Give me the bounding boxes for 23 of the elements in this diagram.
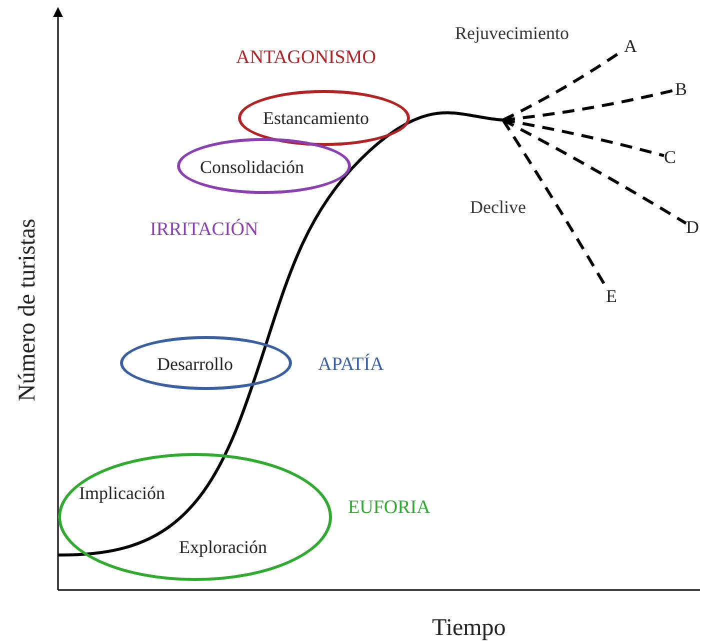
scenario-letter: D — [686, 218, 699, 236]
scenario-letter: C — [664, 148, 676, 166]
stage-label: Estancamiento — [263, 109, 369, 127]
stage-ellipse — [58, 453, 332, 581]
axis-title: Número de turistas — [15, 218, 40, 402]
phase-label: Rejuvecimiento — [455, 24, 569, 42]
scenario-letter: E — [606, 287, 617, 305]
stage-label: Exploración — [179, 538, 267, 556]
attitude-label: IRRITACIÓN — [150, 220, 258, 239]
stage-label: Implicación — [79, 484, 165, 502]
stage-ellipse — [120, 336, 292, 390]
stage-ellipse — [177, 138, 351, 194]
scenario-line — [502, 88, 676, 122]
attitude-label: ANTAGONISMO — [236, 48, 376, 67]
attitude-label: APATÍA — [318, 355, 384, 374]
stage-label: Consolidación — [200, 158, 304, 176]
scenario-letter: A — [624, 37, 637, 55]
phase-label: Declive — [470, 198, 526, 216]
stage-label: Desarrollo — [157, 355, 233, 373]
scenario-letter: B — [675, 80, 688, 98]
attitude-label: EUFORIA — [348, 498, 430, 517]
stage-ellipse — [238, 90, 410, 146]
axis-title: Tiempo — [432, 616, 506, 640]
